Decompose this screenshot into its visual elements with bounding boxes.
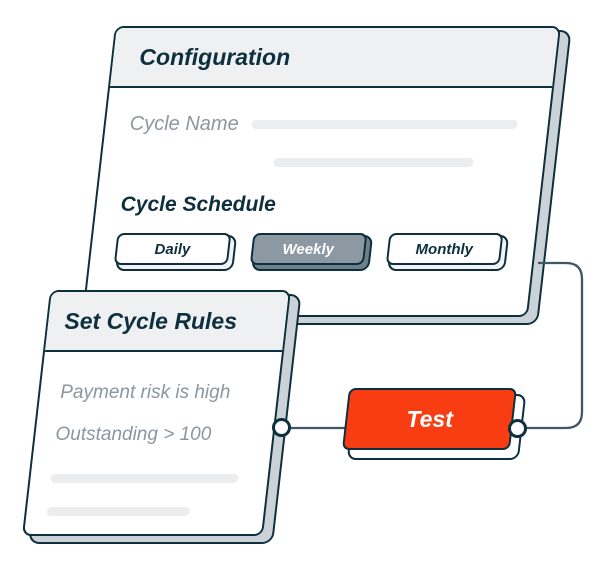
set-cycle-rules-header: Set Cycle Rules <box>44 292 289 352</box>
placeholder-bar <box>50 474 240 483</box>
connector-port-test-output[interactable] <box>508 419 527 438</box>
schedule-option-daily[interactable]: Daily <box>113 233 232 265</box>
test-button-label: Test <box>406 405 453 432</box>
configuration-body: Cycle Name Cycle Schedule Daily Weekly M… <box>90 88 552 265</box>
cycle-schedule-label: Cycle Schedule <box>120 193 276 216</box>
schedule-option-monthly-label: Monthly <box>415 240 474 258</box>
set-cycle-rules-body: Payment risk is high Outstanding > 100 <box>26 352 282 516</box>
set-cycle-rules-panel: Set Cycle Rules Payment risk is high Out… <box>21 290 292 536</box>
rule-text-outstanding: Outstanding > 100 <box>55 424 212 445</box>
schedule-option-monthly[interactable]: Monthly <box>385 233 504 265</box>
schedule-option-weekly[interactable]: Weekly <box>249 233 368 265</box>
configuration-panel-header: Configuration <box>109 28 559 88</box>
placeholder-bar <box>46 507 191 516</box>
configuration-panel: Configuration Cycle Name Cycle Schedule … <box>81 26 562 317</box>
schedule-option-daily-label: Daily <box>154 240 191 258</box>
schedule-options-row: Daily Weekly Monthly <box>113 233 506 265</box>
schedule-option-weekly-label: Weekly <box>282 240 335 258</box>
connector-port-rules-output[interactable] <box>272 418 291 437</box>
test-button[interactable]: Test <box>341 388 517 450</box>
cycle-name-input-placeholder[interactable] <box>251 120 519 129</box>
placeholder-bar <box>272 158 474 167</box>
cycle-name-label: Cycle Name <box>129 113 239 135</box>
rule-text-payment-risk: Payment risk is high <box>60 382 231 403</box>
set-cycle-rules-title: Set Cycle Rules <box>64 307 238 334</box>
cycle-name-row: Cycle Name <box>128 113 519 136</box>
configuration-title: Configuration <box>139 43 291 70</box>
